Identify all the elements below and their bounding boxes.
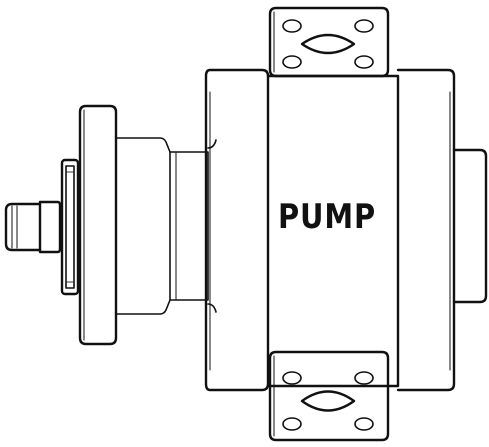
pump-label: PUMP — [278, 197, 376, 237]
neck — [115, 137, 217, 315]
pump-body — [204, 68, 488, 392]
bottom-port-flange — [268, 350, 390, 442]
mounting-flange — [78, 104, 118, 346]
top-port-flange — [268, 6, 390, 78]
shaft — [4, 200, 62, 254]
bearing-ring — [60, 158, 80, 296]
